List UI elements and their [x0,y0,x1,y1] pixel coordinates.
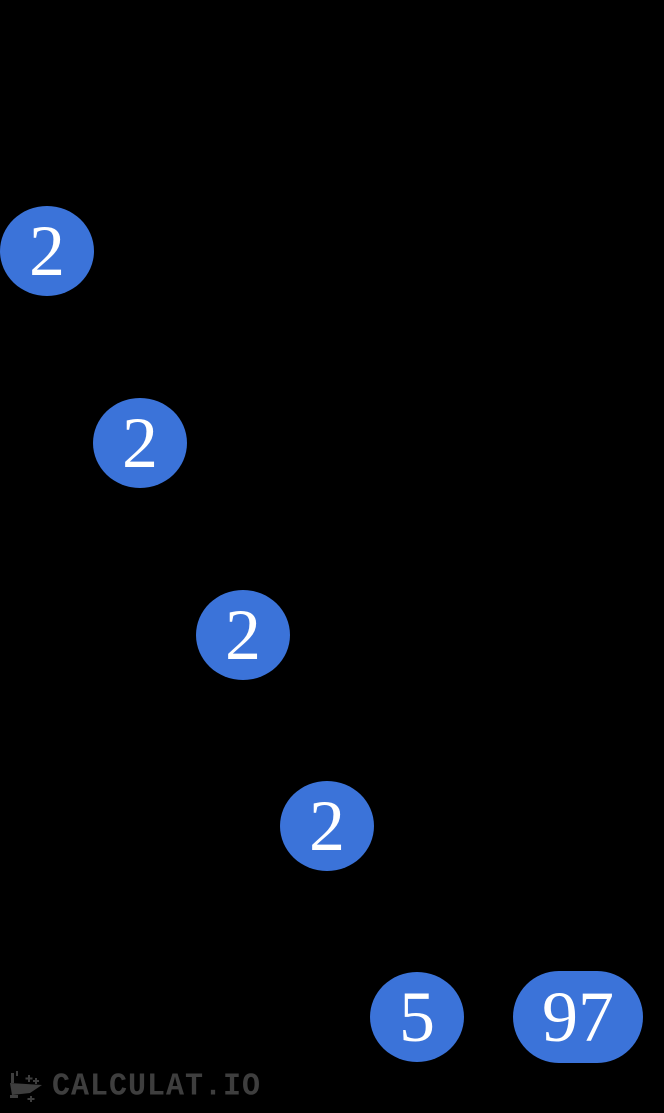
factor-node: 5 [370,972,464,1062]
factor-node: 2 [0,206,94,296]
factor-value: 2 [309,786,345,866]
factor-node: 2 [93,398,187,488]
factor-node: 2 [280,781,374,871]
factor-value: 2 [225,595,261,675]
factor-value: 2 [122,403,158,483]
factor-value: 2 [29,211,65,291]
factor-value: 97 [542,977,614,1057]
calculat-io-logo: CALCULAT.IO [8,1066,261,1108]
factor-node: 2 [196,590,290,680]
factor-value: 5 [399,977,435,1057]
logo-text: CALCULAT.IO [52,1069,262,1105]
rocket-icon [10,1071,42,1102]
factor-node: 97 [513,971,643,1063]
